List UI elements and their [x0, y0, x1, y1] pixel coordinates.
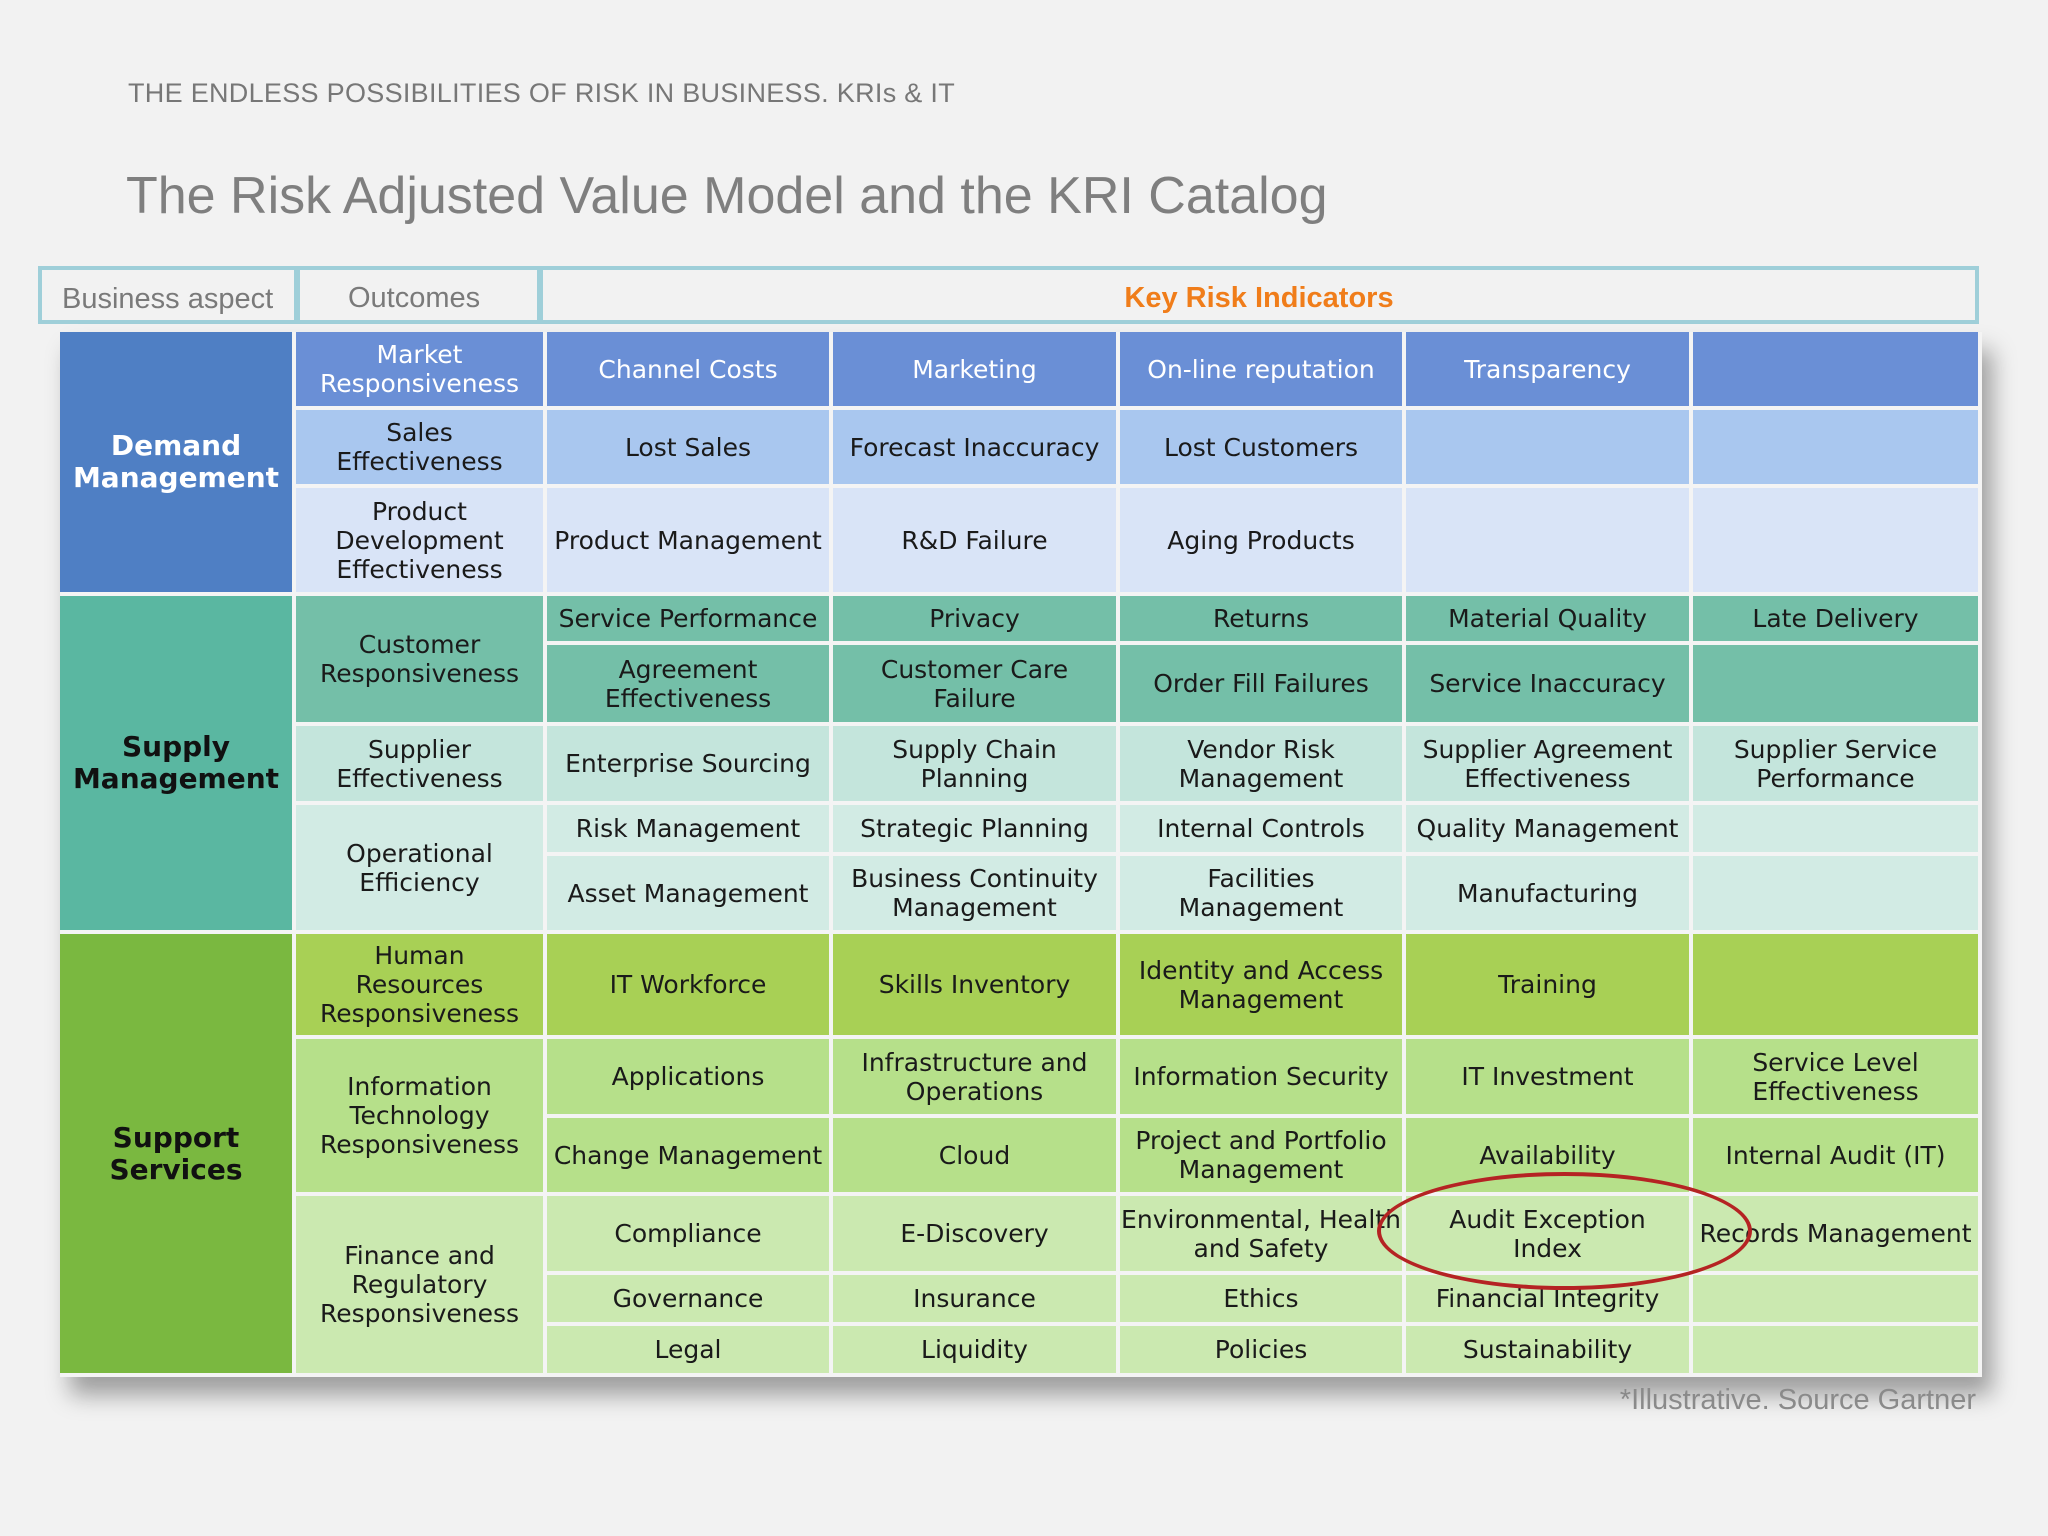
kri-cell: Information Security — [1120, 1039, 1406, 1118]
kri-cell: Service Inaccuracy — [1406, 645, 1693, 726]
business-aspect-demand: Demand Management — [60, 332, 296, 596]
kri-cell — [1406, 410, 1693, 488]
kri-cell: Privacy — [833, 596, 1120, 645]
column-header-kri: Key Risk Indicators — [539, 266, 1979, 324]
kri-cell: E-Discovery — [833, 1196, 1120, 1275]
page-title: The Risk Adjusted Value Model and the KR… — [126, 167, 1328, 225]
kri-cell: Availability — [1406, 1118, 1693, 1196]
kri-cell: Late Delivery — [1693, 596, 1982, 645]
kri-cell: Service Level Effectiveness — [1693, 1039, 1982, 1118]
kri-cell: Vendor Risk Management — [1120, 726, 1406, 805]
kri-cell — [1693, 934, 1982, 1039]
kri-cell — [1693, 332, 1982, 410]
kri-cell: Supplier Service Performance — [1693, 726, 1982, 805]
kri-cell: Applications — [547, 1039, 833, 1118]
business-aspect-supply: Supply Management — [60, 596, 296, 934]
kri-cell: Audit Exception Index — [1406, 1196, 1693, 1275]
kri-cell: Cloud — [833, 1118, 1120, 1196]
kri-cell: Environmental, Health and Safety — [1120, 1196, 1406, 1275]
kri-cell: Customer Care Failure — [833, 645, 1120, 726]
kri-cell: On-line reputation — [1120, 332, 1406, 410]
kri-cell: Business Continuity Management — [833, 856, 1120, 934]
kri-cell: Asset Management — [547, 856, 833, 934]
kri-cell: Liquidity — [833, 1326, 1120, 1377]
kri-cell: Supplier Agreement Effectiveness — [1406, 726, 1693, 805]
kri-cell: Aging Products — [1120, 488, 1406, 596]
kri-cell: Forecast Inaccuracy — [833, 410, 1120, 488]
kri-cell — [1693, 1326, 1982, 1377]
outcome-cell: Sales Effectiveness — [296, 410, 547, 488]
kri-cell: Manufacturing — [1406, 856, 1693, 934]
outcome-cell: Human Resources Responsiveness — [296, 934, 547, 1039]
kri-cell: Insurance — [833, 1275, 1120, 1326]
outcome-cell: Supplier Effectiveness — [296, 726, 547, 805]
kri-cell: Quality Management — [1406, 805, 1693, 856]
kri-cell: Risk Management — [547, 805, 833, 856]
kri-cell — [1693, 488, 1982, 596]
kri-cell: Training — [1406, 934, 1693, 1039]
kri-cell: Project and Portfolio Management — [1120, 1118, 1406, 1196]
column-header-business-aspect-label: Business aspect — [62, 283, 274, 315]
kri-cell: Channel Costs — [547, 332, 833, 410]
kri-cell: Identity and Access Management — [1120, 934, 1406, 1039]
eyebrow-text: THE ENDLESS POSSIBILITIES OF RISK IN BUS… — [128, 78, 955, 108]
outcome-cell: Information Technology Responsiveness — [296, 1039, 547, 1196]
kri-cell — [1693, 856, 1982, 934]
kri-cell — [1406, 488, 1693, 596]
kri-cell: Enterprise Sourcing — [547, 726, 833, 805]
kri-cell: Transparency — [1406, 332, 1693, 410]
kri-cell: Service Performance — [547, 596, 833, 645]
kri-cell: Product Management — [547, 488, 833, 596]
kri-cell — [1693, 1275, 1982, 1326]
kri-cell: Agreement Effectiveness — [547, 645, 833, 726]
kri-cell: Material Quality — [1406, 596, 1693, 645]
kri-cell: Order Fill Failures — [1120, 645, 1406, 726]
kri-cell: Strategic Planning — [833, 805, 1120, 856]
outcome-cell: Market Responsiveness — [296, 332, 547, 410]
outcome-cell: Operational Efficiency — [296, 805, 547, 934]
kri-cell: Lost Customers — [1120, 410, 1406, 488]
kri-cell: Financial Integrity — [1406, 1275, 1693, 1326]
kri-cell: Legal — [547, 1326, 833, 1377]
kri-cell: IT Workforce — [547, 934, 833, 1039]
kri-cell — [1693, 645, 1982, 726]
kri-cell: Skills Inventory — [833, 934, 1120, 1039]
kri-cell — [1693, 410, 1982, 488]
outcome-cell: Customer Responsiveness — [296, 596, 547, 726]
footnote: *Illustrative. Source Gartner — [1619, 1384, 1976, 1416]
business-aspect-support: Support Services — [60, 934, 296, 1377]
column-header-kri-label: Key Risk Indicators — [1124, 282, 1394, 314]
kri-cell: Lost Sales — [547, 410, 833, 488]
kri-cell: Policies — [1120, 1326, 1406, 1377]
kri-cell: Facilities Management — [1120, 856, 1406, 934]
column-header-business-aspect: Business aspect — [38, 266, 298, 324]
kri-cell: Compliance — [547, 1196, 833, 1275]
kri-cell: Records Management — [1693, 1196, 1982, 1275]
kri-cell: Supply Chain Planning — [833, 726, 1120, 805]
kri-cell: Infrastructure and Operations — [833, 1039, 1120, 1118]
kri-cell: Internal Controls — [1120, 805, 1406, 856]
outcome-cell: Product Development Effectiveness — [296, 488, 547, 596]
kri-cell: Marketing — [833, 332, 1120, 410]
kri-cell: Internal Audit (IT) — [1693, 1118, 1982, 1196]
kri-cell: Governance — [547, 1275, 833, 1326]
kri-cell: IT Investment — [1406, 1039, 1693, 1118]
column-header-outcomes: Outcomes — [296, 266, 541, 324]
kri-cell — [1693, 805, 1982, 856]
kri-cell: Change Management — [547, 1118, 833, 1196]
kri-cell: Returns — [1120, 596, 1406, 645]
column-header-outcomes-label: Outcomes — [348, 282, 481, 314]
kri-cell: Ethics — [1120, 1275, 1406, 1326]
outcome-cell: Finance and Regulatory Responsiveness — [296, 1196, 547, 1377]
kri-cell: Sustainability — [1406, 1326, 1693, 1377]
kri-cell: R&D Failure — [833, 488, 1120, 596]
